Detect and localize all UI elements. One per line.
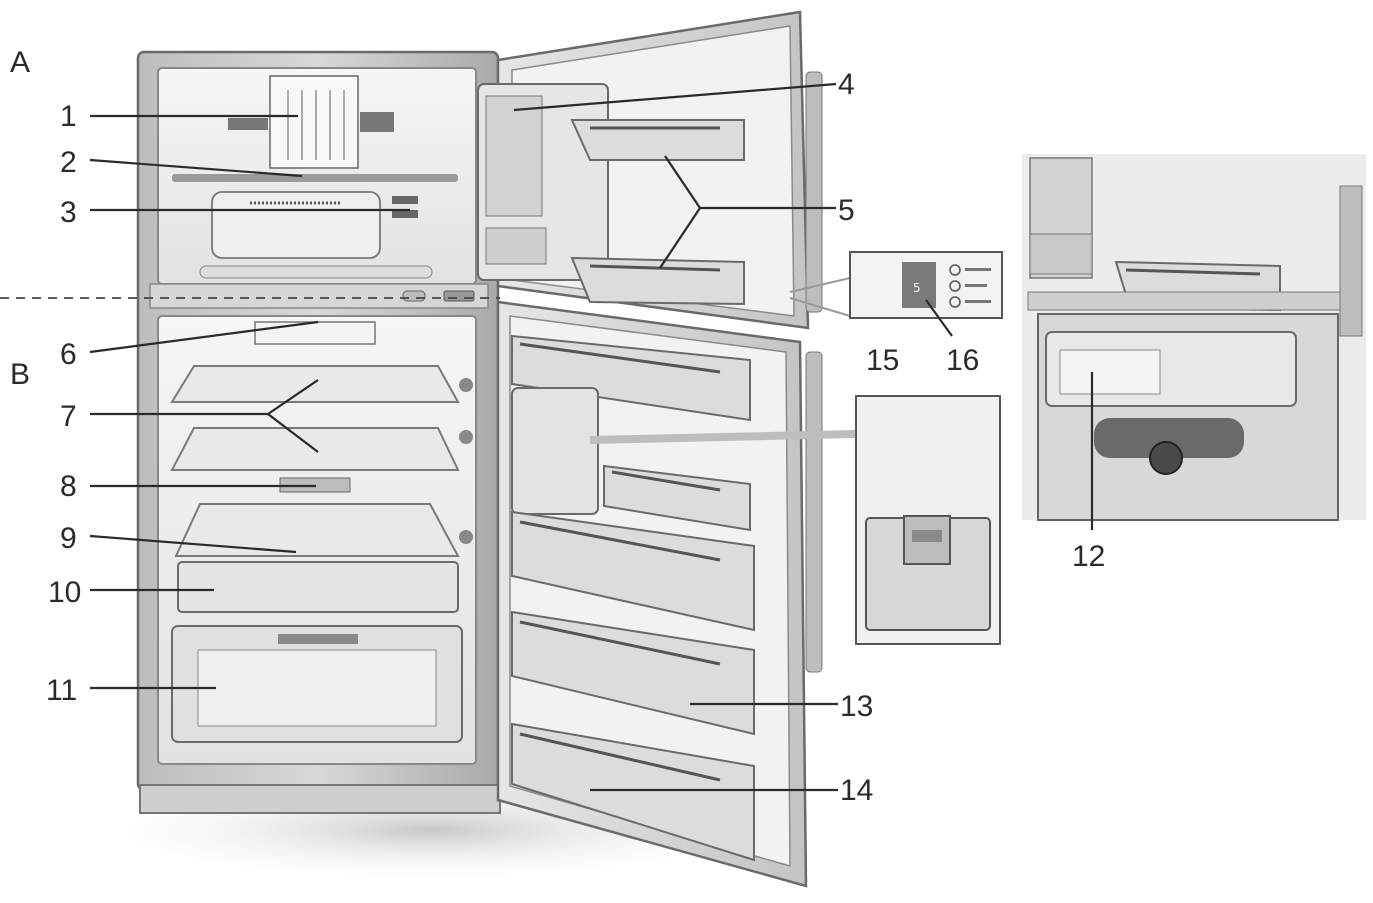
leader-2 (89, 158, 303, 178)
ice-maker (269, 75, 359, 169)
leader-16 (925, 299, 953, 337)
freezer-details (172, 75, 458, 279)
callout-1: 1 (60, 100, 77, 133)
fridge-door-bin-3 (511, 510, 755, 632)
control-panel-inset: 5 (789, 251, 1003, 319)
callout-13: 13 (840, 690, 873, 723)
callout-4: 4 (838, 68, 855, 101)
leader-9 (89, 534, 297, 554)
callout-14: 14 (840, 774, 873, 807)
callout-12: 12 (1072, 540, 1105, 573)
fridge-door (496, 71, 823, 888)
air-vent-grille (1094, 418, 1244, 458)
display-glyph: 5 (913, 281, 921, 295)
callout-3: 3 (60, 196, 77, 229)
callout-16: 16 (946, 344, 979, 377)
freezer-door-balcony-upper (570, 119, 745, 161)
callout-6: 6 (60, 338, 77, 371)
glass-shelf-upper (170, 365, 460, 403)
ice-bin (211, 191, 381, 259)
freshness-drawer-inset (1022, 154, 1366, 521)
fridge-door-bin-5 (511, 722, 755, 862)
temperature-display (902, 262, 936, 308)
chiller-drawer (177, 561, 459, 613)
leader-lines (89, 82, 1094, 792)
callout-2: 2 (60, 146, 77, 179)
water-tank (511, 387, 599, 515)
fridge-light-panel (254, 321, 376, 345)
callout-10: 10 (48, 576, 81, 609)
callout-9: 9 (60, 522, 77, 555)
water-tank-inset (589, 395, 1001, 645)
leader-4 (513, 82, 837, 112)
callout-5: 5 (838, 194, 855, 227)
crisper-cover (174, 503, 460, 557)
leader-6 (89, 320, 319, 354)
freezer-door (477, 10, 810, 330)
fridge-door-bin-1 (511, 334, 751, 422)
callout-7: 7 (60, 400, 77, 433)
callout-8: 8 (60, 470, 77, 503)
callout-11: 11 (46, 674, 77, 707)
section-label-fridge: B (10, 358, 30, 391)
freezer-shelf (172, 174, 458, 182)
section-label-freezer: A (10, 46, 30, 79)
fridge-details (170, 321, 473, 743)
callout-15: 15 (866, 344, 899, 377)
fridge-door-bin-2 (603, 464, 751, 532)
